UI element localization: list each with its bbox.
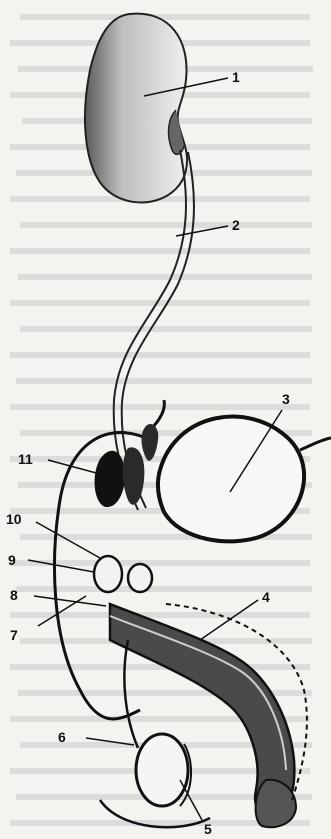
label-1: 1 <box>232 69 240 85</box>
label-5: 5 <box>204 821 212 837</box>
kidney-shape <box>85 14 187 203</box>
label-7: 7 <box>10 627 18 643</box>
label-9: 9 <box>8 552 16 568</box>
label-10: 10 <box>6 511 22 527</box>
label-8: 8 <box>10 587 18 603</box>
label-3: 3 <box>282 391 290 407</box>
label-2: 2 <box>232 217 240 233</box>
label-11: 11 <box>18 451 33 467</box>
label-6: 6 <box>58 729 66 745</box>
label-4: 4 <box>262 589 270 605</box>
